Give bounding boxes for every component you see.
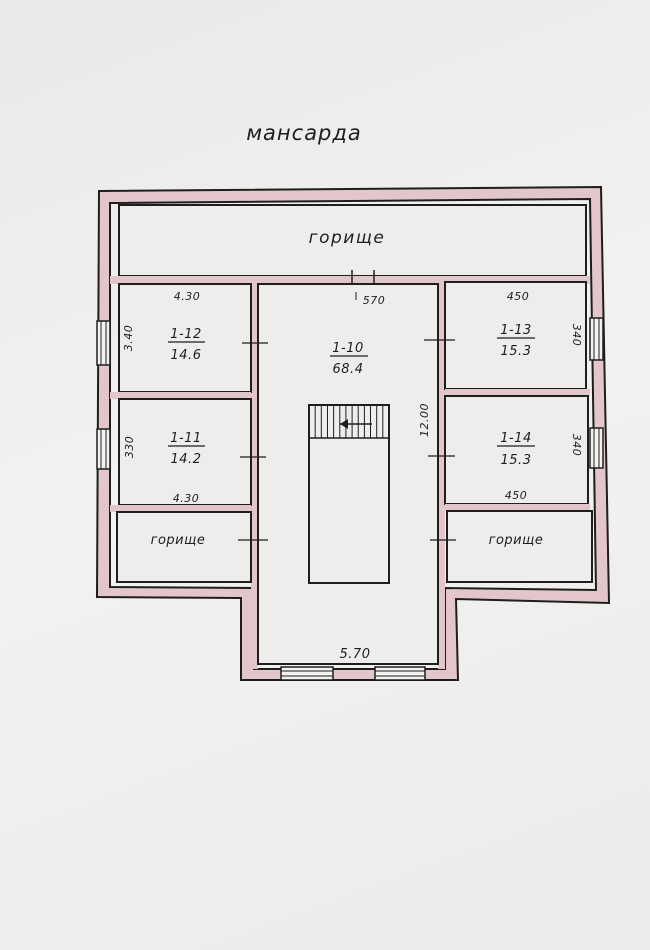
- window-right-bottom: [589, 427, 604, 469]
- window-right-top: [589, 317, 604, 361]
- window-bottom-right: [374, 666, 426, 681]
- room-1-11: [118, 398, 252, 506]
- room-1-14: [444, 395, 589, 505]
- dim-room-1-14-width: 450: [505, 489, 528, 502]
- room-1-12-area: 14.6: [171, 348, 202, 363]
- interior-wall: [110, 505, 251, 512]
- room-1-12-number: 1-12: [170, 327, 202, 342]
- room-1-13: [444, 281, 587, 390]
- room-1-14-number: 1-14: [500, 431, 532, 446]
- dim-hall-length: 12.00: [418, 403, 431, 437]
- dim-room-1-13-width: 450: [507, 290, 530, 303]
- interior-wall: [445, 389, 590, 396]
- attic-bottom-right: [446, 510, 593, 583]
- stair-arrow-head: [340, 419, 348, 429]
- attic-top-label: горище: [309, 228, 386, 248]
- dim-room-1-12-height: 3.40: [122, 325, 135, 352]
- dim-room-1-13-height: 340: [570, 324, 583, 347]
- attic-bottom-left: [116, 511, 252, 583]
- attic-bottom-left-label: горище: [151, 533, 206, 548]
- interior-wall: [445, 504, 590, 511]
- dim-room-1-12-width: 4.30: [174, 290, 201, 303]
- staircase: [308, 404, 390, 584]
- dim-hall-top: 570: [363, 294, 386, 307]
- hall-number: 1-10: [332, 341, 364, 356]
- room-1-13-area: 15.3: [501, 344, 532, 359]
- door-marks: [238, 339, 456, 541]
- plan-title: мансарда: [246, 121, 362, 145]
- room-1-11-number: 1-11: [170, 431, 202, 446]
- interior-wall: [110, 276, 590, 284]
- room-1-14-area: 15.3: [501, 453, 532, 468]
- interior-wall: [110, 392, 251, 399]
- window-left-top: [96, 320, 111, 366]
- dim-hall-bottom: 5.70: [340, 647, 371, 662]
- dim-room-1-11-width: 4.30: [173, 492, 200, 505]
- attic-top: [118, 204, 587, 277]
- room-1-11-area: 14.2: [171, 452, 202, 467]
- window-left-bottom: [96, 428, 111, 470]
- room-1-13-number: 1-13: [500, 323, 532, 338]
- dim-room-1-11-height: 330: [123, 436, 136, 459]
- hall-area: 68.4: [333, 362, 364, 377]
- dim-room-1-14-height: 340: [570, 434, 583, 457]
- attic-bottom-right-label: горище: [489, 533, 544, 548]
- interior-wall: [251, 284, 258, 669]
- interior-wall: [438, 282, 445, 669]
- window-bottom-left: [280, 666, 334, 681]
